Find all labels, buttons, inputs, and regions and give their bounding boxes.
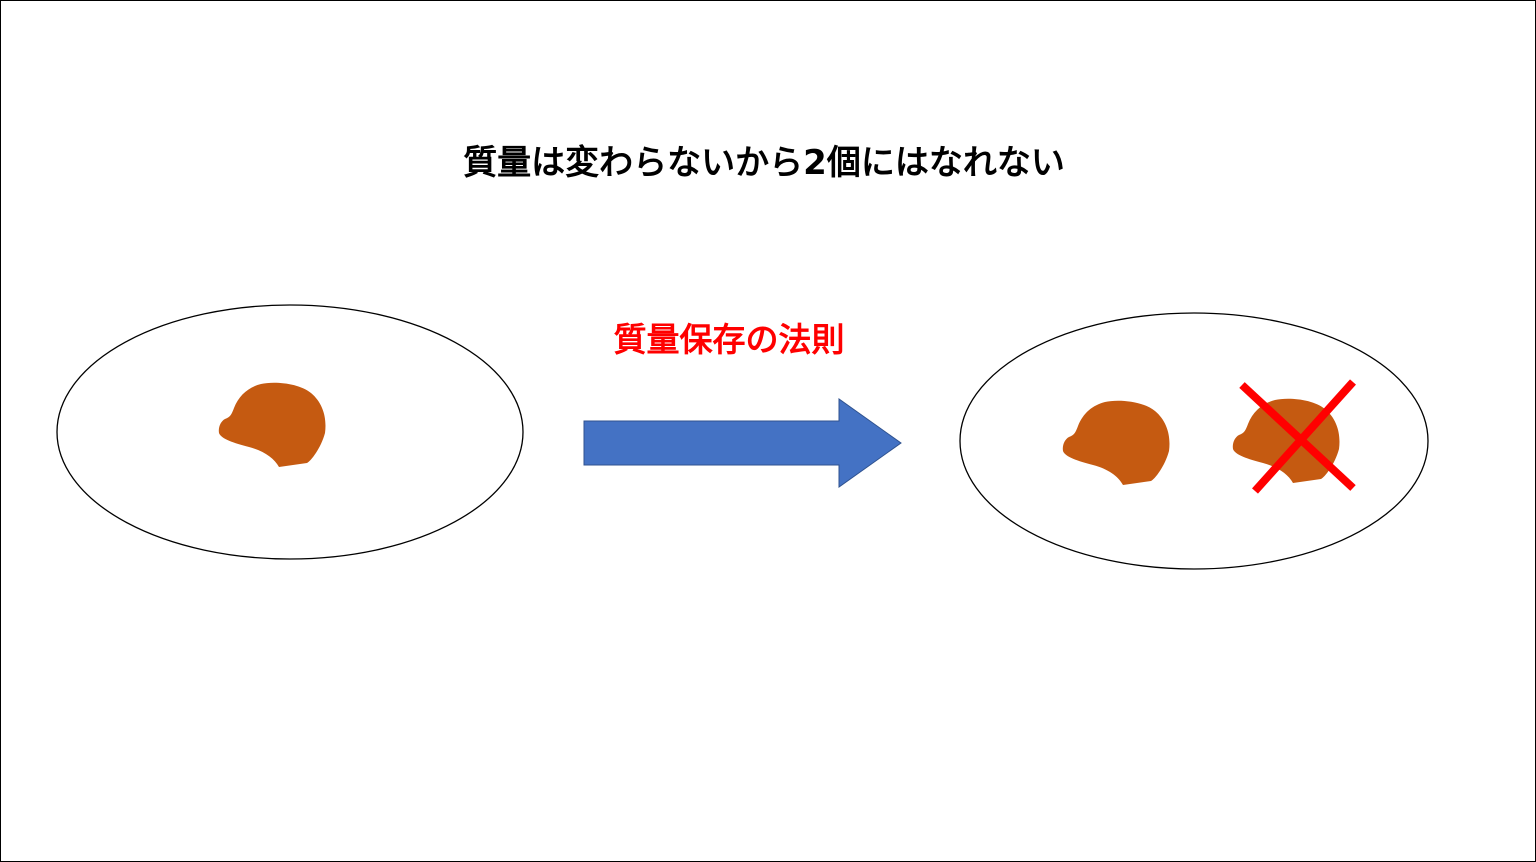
slide-title: 質量は変わらないから2個にはなれない (463, 143, 1065, 183)
right-arrow-icon (583, 398, 902, 488)
plate-after (959, 312, 1429, 570)
arrow-label: 質量保存の法則 (613, 320, 845, 359)
cross-icon (1239, 379, 1356, 494)
